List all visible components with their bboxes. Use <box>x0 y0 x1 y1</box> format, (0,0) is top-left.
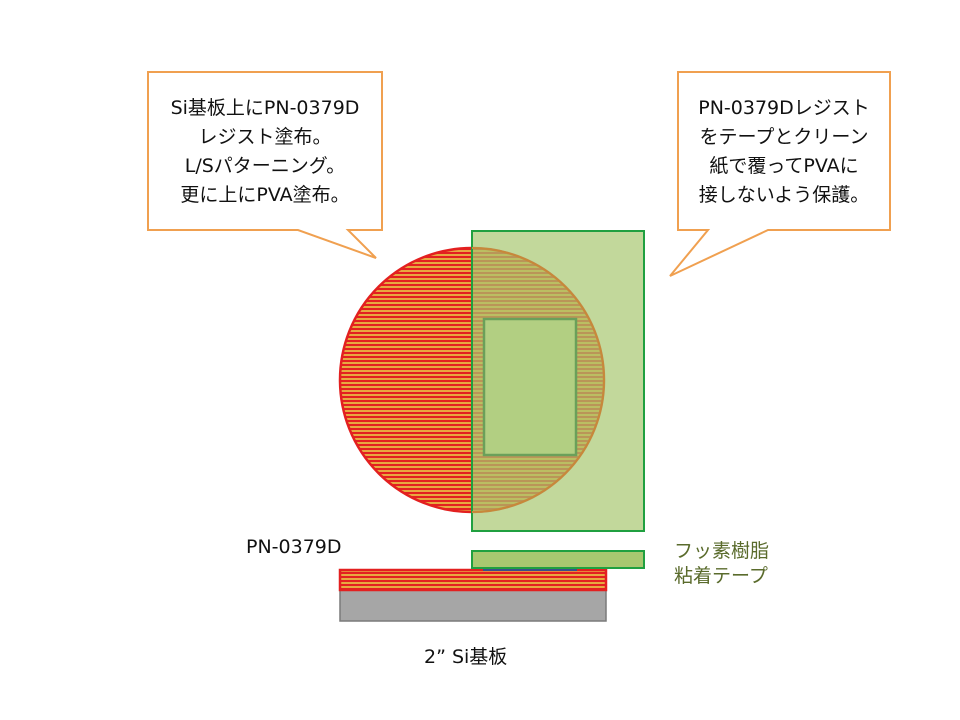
callout-left-line: L/Sパターニング。 <box>184 155 346 177</box>
tape-label-line1: フッ素樹脂 <box>674 540 770 562</box>
callout-left-line: レジスト塗布。 <box>198 126 332 148</box>
callout-left-line: 更に上にPVA塗布。 <box>180 184 350 206</box>
callout-right-bubble <box>669 71 891 277</box>
resist-layer-cross-section <box>338 568 608 592</box>
callout-right-text: PN-0379Dレジスト をテープとクリーン 紙で覆ってPVAに 接しないよう保… <box>680 94 888 210</box>
substrate-label: 2” Si基板 <box>424 646 508 668</box>
wafer-edge-under-tape <box>472 247 605 513</box>
callout-left-line: Si基板上にPN-0379D <box>170 97 360 119</box>
callout-right-line: をテープとクリーン <box>699 126 869 148</box>
tape-cross-section <box>471 550 645 569</box>
tape-label-line2: 粘着テープ <box>674 565 768 587</box>
resist-label: PN-0379D <box>246 536 342 558</box>
clean-paper-top-view <box>482 317 578 457</box>
callout-right-line: 接しないよう保護。 <box>698 184 870 206</box>
callout-left-bubble <box>147 71 383 259</box>
callout-right-line: PN-0379Dレジスト <box>698 97 870 119</box>
substrate-cross-section <box>339 589 607 622</box>
callout-right-line: 紙で覆ってPVAに <box>709 155 859 177</box>
callout-left-text: Si基板上にPN-0379D レジスト塗布。 L/Sパターニング。 更に上にPV… <box>150 94 380 210</box>
